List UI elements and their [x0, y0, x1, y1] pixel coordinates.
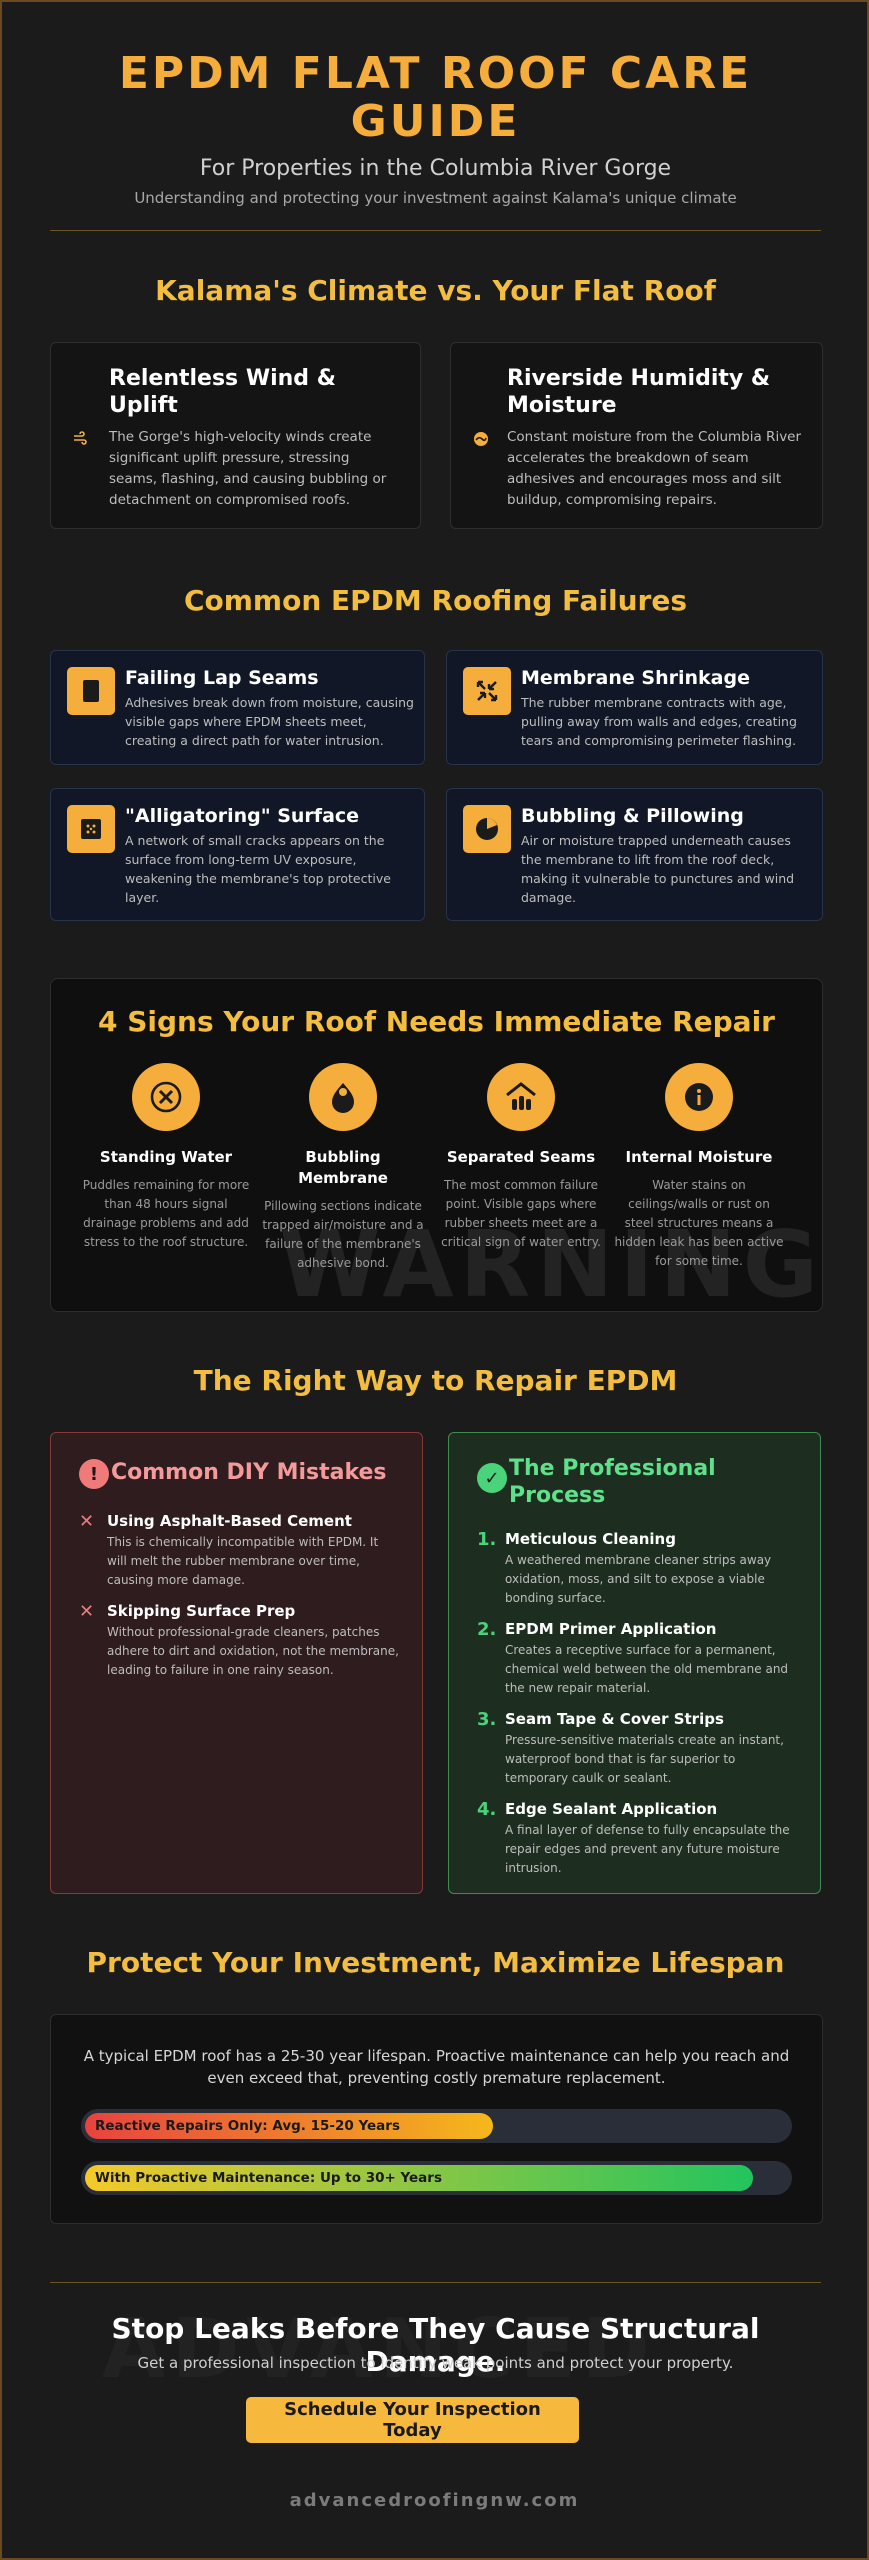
page-tagline: Understanding and protecting your invest… [134, 189, 737, 207]
cta-title: Stop Leaks Before They Cause Structural … [111, 2312, 760, 2378]
pro-step-title: EPDM Primer Application [505, 1620, 717, 1638]
pro-step-text: A final layer of defense to fully encaps… [505, 1823, 790, 1875]
sign-item: Bubbling Membrane Pillowing sections ind… [258, 1063, 428, 1273]
climate-card-text: Constant moisture from the Columbia Rive… [507, 429, 802, 508]
diy-item: ✕ Using Asphalt-Based Cement This is che… [79, 1511, 399, 1590]
alert-icon: ! [79, 1459, 109, 1489]
pro-step: 2. EPDM Primer Application Creates a rec… [477, 1619, 797, 1698]
cross-icon: ✕ [79, 1601, 95, 1622]
wind-icon [73, 431, 87, 449]
diy-item-title: Skipping Surface Prep [107, 1602, 296, 1620]
climate-card-title: Riverside Humidity & Moisture [507, 366, 771, 418]
divider [50, 230, 821, 231]
water-icon [473, 431, 489, 451]
website-link[interactable]: advancedroofingnw.com [289, 2490, 580, 2511]
failures-title: Common EPDM Roofing Failures [183, 584, 688, 617]
sign-item: Separated Seams The most common failure … [436, 1063, 606, 1252]
pro-title: The Professional Process [509, 1456, 716, 1508]
diy-item-text: Without professional-grade cleaners, pat… [107, 1625, 399, 1677]
pro-step-text: Pressure-sensitive materials create an i… [505, 1733, 784, 1785]
repair-title: The Right Way to Repair EPDM [193, 1364, 678, 1397]
step-number: 4. [477, 1799, 497, 1820]
pro-step: 3. Seam Tape & Cover Strips Pressure-sen… [477, 1709, 797, 1788]
diy-title: Common DIY Mistakes [111, 1460, 387, 1485]
watermark-text: WARNING [279, 1211, 823, 1312]
schedule-inspection-button[interactable]: Schedule Your Inspection Today [246, 2397, 579, 2443]
failure-card-text: Adhesives break down from moisture, caus… [125, 695, 414, 748]
climate-card-title: Relentless Wind & Uplift [109, 366, 336, 418]
cta-subtitle: Get a professional inspection to identif… [137, 2354, 734, 2372]
failure-card-text: The rubber membrane contracts with age, … [521, 695, 797, 748]
failure-card-title: Membrane Shrinkage [521, 667, 750, 689]
failure-card-title: Bubbling & Pillowing [521, 805, 744, 827]
info-icon [665, 1063, 733, 1131]
sign-item: Standing Water Puddles remaining for mor… [81, 1063, 251, 1252]
professional-process-panel: ✓ The Professional Process 1. Meticulous… [448, 1432, 821, 1894]
failure-card-text: Air or moisture trapped underneath cause… [521, 833, 795, 905]
failure-card-title: Failing Lap Seams [125, 667, 319, 689]
step-number: 3. [477, 1709, 497, 1730]
shrink-arrows-icon [463, 667, 511, 715]
lifespan-title: Protect Your Investment, Maximize Lifesp… [86, 1946, 785, 1979]
bubble-icon [309, 1063, 377, 1131]
cracked-surface-icon [67, 805, 115, 853]
lifespan-bar-proactive: With Proactive Maintenance: Up to 30+ Ye… [81, 2161, 792, 2195]
pro-step-text: A weathered membrane cleaner strips away… [505, 1553, 772, 1605]
failure-card-text: A network of small cracks appears on the… [125, 833, 391, 905]
sign-text: Water stains on ceilings/walls or rust o… [614, 1178, 784, 1268]
climate-title: Kalama's Climate vs. Your Flat Roof [155, 274, 716, 307]
diy-item-title: Using Asphalt-Based Cement [107, 1512, 352, 1530]
header: EPDM FLAT ROOF CARE GUIDE For Properties… [50, 48, 821, 208]
climate-card-text: The Gorge's high-velocity winds create s… [109, 429, 387, 508]
pro-step-title: Meticulous Cleaning [505, 1530, 676, 1548]
page-title: EPDM FLAT ROOF CARE GUIDE [118, 48, 753, 147]
failure-card-title: "Alligatoring" Surface [125, 805, 360, 827]
cross-icon: ✕ [79, 1511, 95, 1532]
sign-title: Bubbling Membrane [298, 1148, 388, 1187]
lifespan-bar-label: With Proactive Maintenance: Up to 30+ Ye… [95, 2170, 442, 2186]
sign-item: Internal Moisture Water stains on ceilin… [614, 1063, 784, 1271]
watermark-text: ADVANCED [102, 2302, 656, 2397]
sign-text: Puddles remaining for more than 48 hours… [82, 1178, 250, 1249]
pro-step: 4. Edge Sealant Application A final laye… [477, 1799, 797, 1878]
step-number: 2. [477, 1619, 497, 1640]
sign-text: The most common failure point. Visible g… [441, 1178, 601, 1249]
failure-card-lap-seams: Failing Lap Seams Adhesives break down f… [50, 650, 425, 765]
diy-item: ✕ Skipping Surface Prep Without professi… [79, 1601, 399, 1680]
pro-step-text: Creates a receptive surface for a perman… [505, 1643, 789, 1695]
pro-step-title: Edge Sealant Application [505, 1800, 718, 1818]
climate-card-humidity: Riverside Humidity & Moisture Constant m… [450, 342, 823, 529]
seam-icon [67, 667, 115, 715]
lifespan-bar-reactive: Reactive Repairs Only: Avg. 15-20 Years [81, 2109, 792, 2143]
sign-text: Pillowing sections indicate trapped air/… [262, 1199, 424, 1270]
x-circle-icon [132, 1063, 200, 1131]
diy-mistakes-panel: ! Common DIY Mistakes ✕ Using Asphalt-Ba… [50, 1432, 423, 1894]
page-subtitle: For Properties in the Columbia River Gor… [199, 156, 672, 181]
pro-step-title: Seam Tape & Cover Strips [505, 1710, 724, 1728]
roof-gap-icon [487, 1063, 555, 1131]
failure-card-alligatoring: "Alligatoring" Surface A network of smal… [50, 788, 425, 921]
lifespan-panel: A typical EPDM roof has a 25-30 year lif… [50, 2014, 823, 2224]
lifespan-bar-fill: With Proactive Maintenance: Up to 30+ Ye… [85, 2165, 753, 2191]
lifespan-bar-label: Reactive Repairs Only: Avg. 15-20 Years [95, 2118, 400, 2134]
lifespan-bar-fill: Reactive Repairs Only: Avg. 15-20 Years [85, 2113, 493, 2139]
pie-chart-icon [463, 805, 511, 853]
lifespan-intro: A typical EPDM roof has a 25-30 year lif… [83, 2047, 790, 2087]
check-circle-icon: ✓ [477, 1463, 507, 1493]
climate-card-wind: Relentless Wind & Uplift The Gorge's hig… [50, 342, 421, 529]
divider [50, 2282, 821, 2283]
sign-title: Separated Seams [446, 1148, 596, 1166]
sign-title: Internal Moisture [625, 1148, 773, 1166]
failure-card-bubbling: Bubbling & Pillowing Air or moisture tra… [446, 788, 823, 921]
sign-title: Standing Water [99, 1148, 233, 1166]
step-number: 1. [477, 1529, 497, 1550]
signs-panel: WARNING 4 Signs Your Roof Needs Immediat… [50, 978, 823, 1312]
failure-card-shrinkage: Membrane Shrinkage The rubber membrane c… [446, 650, 823, 765]
signs-title: 4 Signs Your Roof Needs Immediate Repair [98, 1005, 775, 1038]
pro-step: 1. Meticulous Cleaning A weathered membr… [477, 1529, 797, 1608]
diy-item-text: This is chemically incompatible with EPD… [107, 1535, 379, 1587]
